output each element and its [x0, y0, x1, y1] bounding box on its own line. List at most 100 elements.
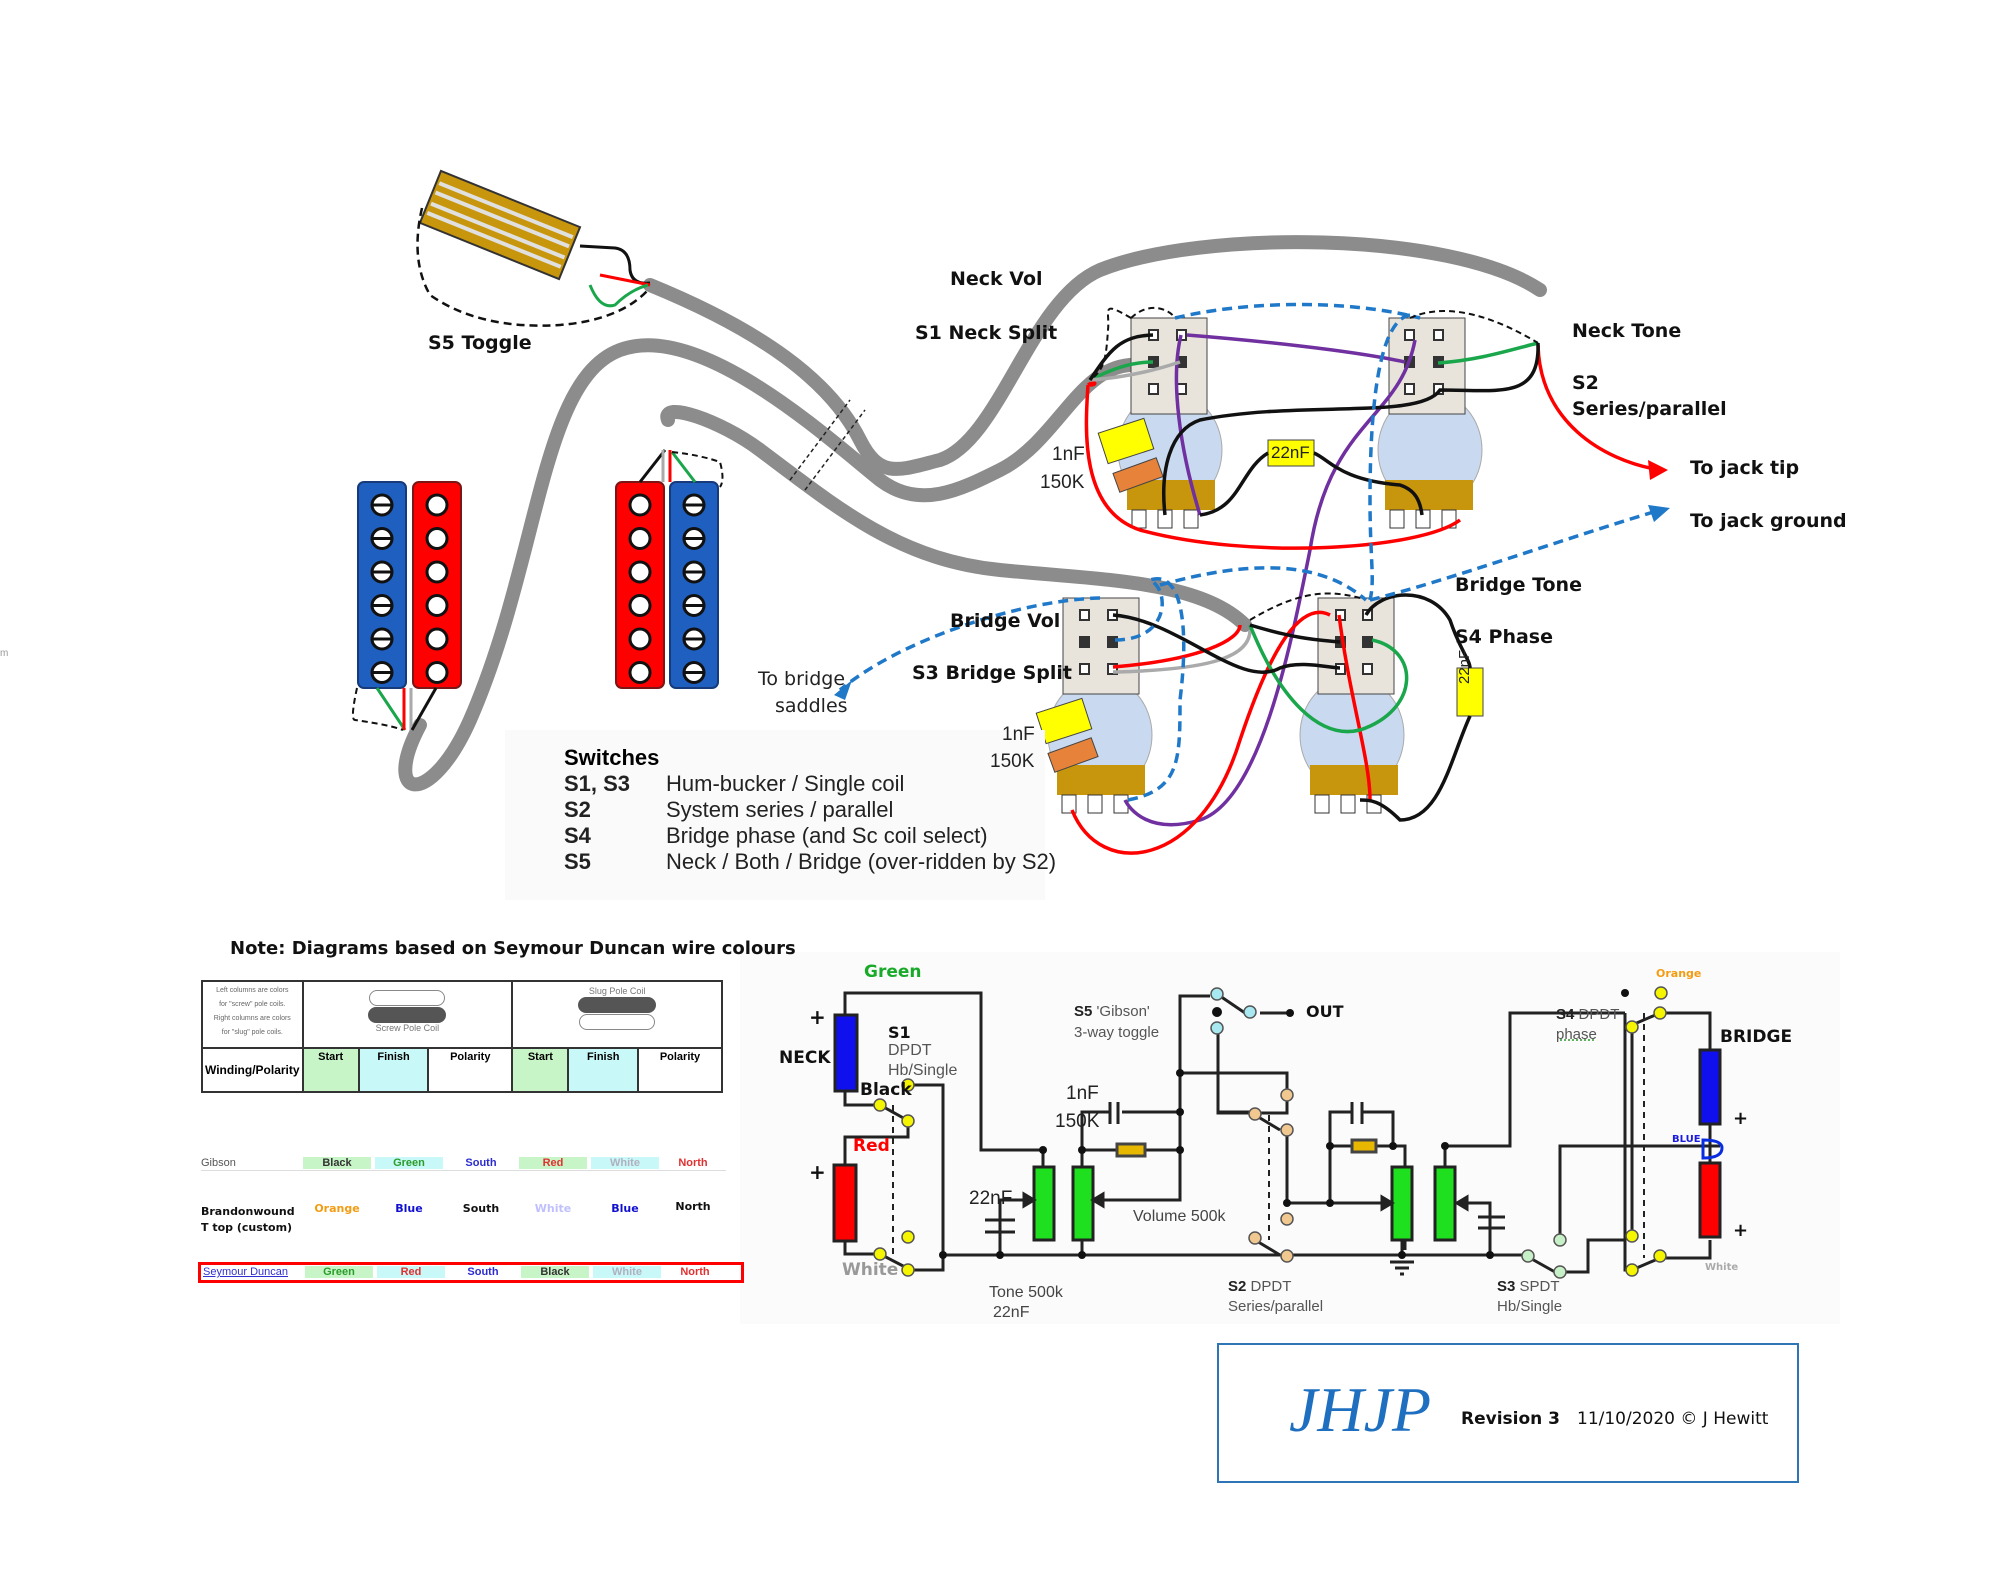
- sch-green-label: Green: [864, 962, 922, 982]
- table-row-gibson: Gibson Black Green South Red White North: [201, 1157, 726, 1171]
- cable-neck: [398, 338, 1147, 792]
- cut-mark: [804, 409, 866, 491]
- legend-line: for "screw" pole coils.: [219, 1001, 286, 1008]
- wire-green: [1248, 624, 1409, 734]
- slug-pole-icon: [425, 661, 449, 684]
- sch-22nf-label: 22nF: [969, 1188, 1013, 1209]
- sch-plus-bridge-1: +: [1733, 1108, 1749, 1129]
- wire-red-jack-tip: [1536, 344, 1661, 472]
- neck-res-label: 150K: [1040, 472, 1085, 493]
- bridge-volume-pot: [1047, 676, 1153, 814]
- wire-red: [1070, 610, 1331, 855]
- sch-s5-label: S5 'Gibson': [1074, 1003, 1150, 1020]
- wire-purple: [1186, 333, 1406, 364]
- wire-black: [1112, 613, 1341, 675]
- neck-cap-label: 1nF: [1052, 444, 1085, 465]
- cell-value: Orange: [314, 1202, 360, 1215]
- wire-red: [1337, 614, 1372, 801]
- cell-value: Black: [303, 1157, 371, 1169]
- table-row-seymour-duncan: Seymour Duncan Green Red South Black Whi…: [198, 1262, 744, 1283]
- sch-s5-name: 'Gibson': [1096, 1003, 1150, 1020]
- sch-orange-label: Orange: [1656, 967, 1702, 980]
- s5-toggle-label: S5 Toggle: [428, 332, 532, 354]
- s4-phase-label: S4 Phase: [1455, 626, 1553, 648]
- switch-key: S5: [564, 849, 591, 874]
- neck-tone-cap-label: 22nF: [1271, 443, 1310, 462]
- arrow-jack-tip: [1648, 460, 1668, 480]
- switch-key: S1, S3: [564, 771, 631, 796]
- column-header: Start: [511, 1047, 570, 1093]
- arrow-bridge-saddles: [834, 680, 852, 700]
- stray-mark: m: [0, 648, 9, 659]
- wire-black: [1364, 593, 1472, 669]
- switches-panel-bg: [505, 730, 1045, 900]
- cell-value: Red: [519, 1157, 587, 1169]
- wire-black: [1088, 333, 1154, 381]
- row-name-line: Brandonwound: [201, 1205, 295, 1218]
- cell-value: White: [591, 1157, 659, 1169]
- wire-black: [1162, 342, 1540, 516]
- seymour-duncan-link[interactable]: Seymour Duncan: [203, 1266, 288, 1278]
- cell-value: Black: [521, 1266, 589, 1278]
- switch-key: S4: [564, 823, 591, 848]
- coil-filled-icon: [578, 997, 657, 1013]
- neck-vol-label: Neck Vol: [950, 268, 1043, 290]
- sch-bridge-label: BRIDGE: [1720, 1027, 1793, 1047]
- schematic: [832, 991, 1724, 1276]
- ground-wire: [1159, 566, 1368, 602]
- bridge-tone-pot: [1299, 676, 1405, 814]
- slug-pole-icon: [425, 493, 449, 517]
- bridge-tone-cap: [1456, 667, 1484, 717]
- ground-wire: [1114, 577, 1186, 802]
- sch-1nf-label: 1nF: [1066, 1083, 1099, 1104]
- ground-wire-saddles: [838, 596, 1101, 692]
- wire-black: [1313, 451, 1424, 516]
- switch-desc: Bridge phase (and Sc coil select): [666, 823, 988, 848]
- bridge-pickup: [615, 449, 724, 689]
- switch-row: S4 Bridge phase (and Sc coil select): [564, 823, 988, 849]
- wire-black: [1199, 451, 1269, 517]
- cell-value: North: [678, 1157, 708, 1169]
- bridge-cap-1nf: [1035, 697, 1093, 745]
- wire-red: [1084, 384, 1462, 550]
- wire-red: [1112, 624, 1242, 669]
- sch-plus-red: +: [809, 1160, 826, 1184]
- sch-s3-label: S3 SPDT: [1497, 1278, 1560, 1295]
- sch-tone-cap-label: 22nF: [993, 1304, 1030, 1321]
- table-row-brandonwound: Brandonwound T top (custom) Orange Blue …: [201, 1200, 726, 1240]
- s1-neck-split-label: S1 Neck Split: [915, 322, 1058, 344]
- switches-title: Switches: [564, 745, 660, 770]
- footer-box: JHJP Revision 3 11/10/2020 © J Hewitt: [1217, 1343, 1799, 1483]
- row-header: Winding/Polarity: [201, 1047, 304, 1093]
- ground-wire-jack: [1369, 508, 1661, 602]
- sch-s2-desc: Series/parallel: [1228, 1298, 1324, 1315]
- bridge-split-switch: [1062, 597, 1140, 695]
- neck-tone-label: Neck Tone: [1572, 320, 1682, 342]
- row-name: Brandonwound T top (custom): [201, 1204, 301, 1236]
- column-header: Finish: [357, 1047, 430, 1093]
- date-author-label: 11/10/2020 © J Hewitt: [1577, 1409, 1769, 1429]
- column-header: Polarity: [427, 1047, 514, 1093]
- sch-s1-title: S1: [888, 1023, 911, 1042]
- sch-white-small-label: White: [1705, 1262, 1739, 1273]
- ground-wire: [1174, 302, 1421, 320]
- cell-value: North: [680, 1266, 710, 1278]
- slug-pole-icon: [628, 594, 652, 617]
- column-header: Finish: [567, 1047, 639, 1093]
- row-name: Gibson: [201, 1157, 236, 1169]
- sch-s4-desc: phase: [1556, 1026, 1597, 1043]
- phase-switch: [1317, 597, 1395, 695]
- neck-cap-1nf: [1097, 417, 1155, 465]
- wire-colour-table: Left columns are colors for "screw" pole…: [201, 980, 723, 1093]
- s2-label: S2: [1572, 372, 1599, 394]
- sch-s4-type: DPDT: [1578, 1006, 1620, 1023]
- to-bridge-label: To bridge: [758, 668, 846, 690]
- sch-tone-label: Tone 500k: [989, 1284, 1063, 1301]
- column-header: Start: [301, 1047, 360, 1093]
- cell-value: White: [593, 1266, 661, 1278]
- legend-line: Right columns are colors: [213, 1015, 291, 1022]
- sch-s3-desc: Hb/Single: [1497, 1298, 1563, 1315]
- ground-wire: [1368, 313, 1411, 601]
